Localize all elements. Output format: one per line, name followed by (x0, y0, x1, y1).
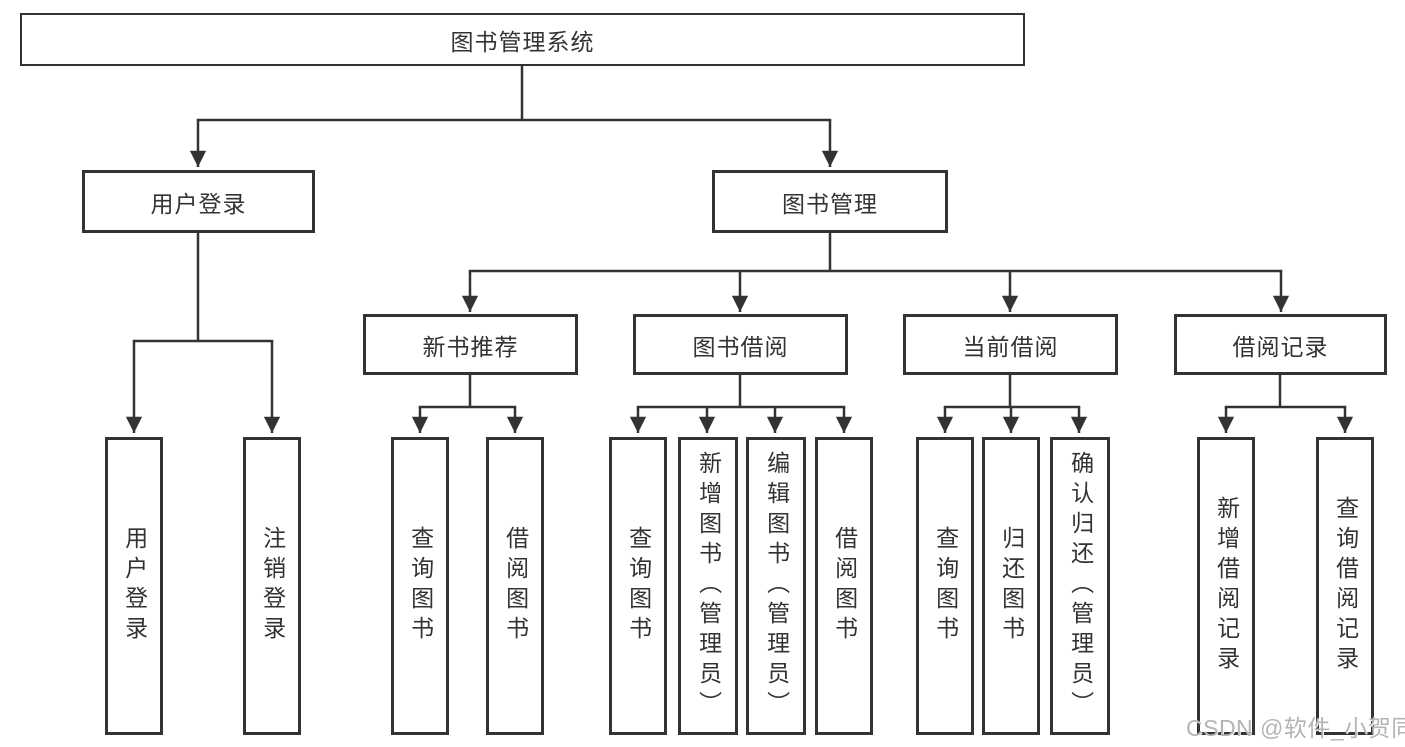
leaf-label: 新增图书（管理员） (695, 451, 722, 721)
leaf-label: 归还图书 (998, 526, 1025, 646)
leaf-query-books-borrow: 查询图书 (609, 437, 667, 735)
leaf-user-login: 用户登录 (105, 437, 163, 735)
leaf-label: 确认归还（管理员） (1067, 451, 1094, 721)
leaf-confirm-return-admin: 确认归还（管理员） (1050, 437, 1110, 735)
leaf-query-books-recommend: 查询图书 (391, 437, 449, 735)
leaf-borrow-books-recommend: 借阅图书 (486, 437, 544, 735)
leaf-add-borrow-record: 新增借阅记录 (1197, 437, 1255, 735)
leaf-label: 新增借阅记录 (1213, 496, 1240, 676)
node-book-management-branch: 图书管理 (712, 170, 948, 233)
leaf-label: 用户登录 (121, 526, 148, 646)
node-new-book-recommend: 新书推荐 (363, 314, 578, 375)
leaf-label: 查询图书 (407, 526, 434, 646)
leaf-label: 注销登录 (259, 526, 286, 646)
leaf-edit-book-admin: 编辑图书（管理员） (746, 437, 806, 735)
leaf-label: 查询借阅记录 (1332, 496, 1359, 676)
leaf-query-borrow-record: 查询借阅记录 (1316, 437, 1374, 735)
leaf-label: 借阅图书 (502, 526, 529, 646)
watermark: CSDN @软件_小贺同学 (1186, 715, 1405, 741)
leaf-borrow-books-2: 借阅图书 (815, 437, 873, 735)
leaf-return-book: 归还图书 (982, 437, 1040, 735)
leaf-label: 查询图书 (625, 526, 652, 646)
leaf-label: 借阅图书 (831, 526, 858, 646)
leaf-label: 编辑图书（管理员） (763, 451, 790, 721)
node-user-login-branch: 用户登录 (82, 170, 315, 233)
leaf-logout: 注销登录 (243, 437, 301, 735)
node-borrow-records: 借阅记录 (1174, 314, 1387, 375)
leaf-query-books-current: 查询图书 (916, 437, 974, 735)
leaf-add-book-admin: 新增图书（管理员） (678, 437, 738, 735)
node-current-borrow: 当前借阅 (903, 314, 1118, 375)
node-book-borrow: 图书借阅 (633, 314, 848, 375)
node-root: 图书管理系统 (20, 13, 1025, 66)
leaf-label: 查询图书 (932, 526, 959, 646)
